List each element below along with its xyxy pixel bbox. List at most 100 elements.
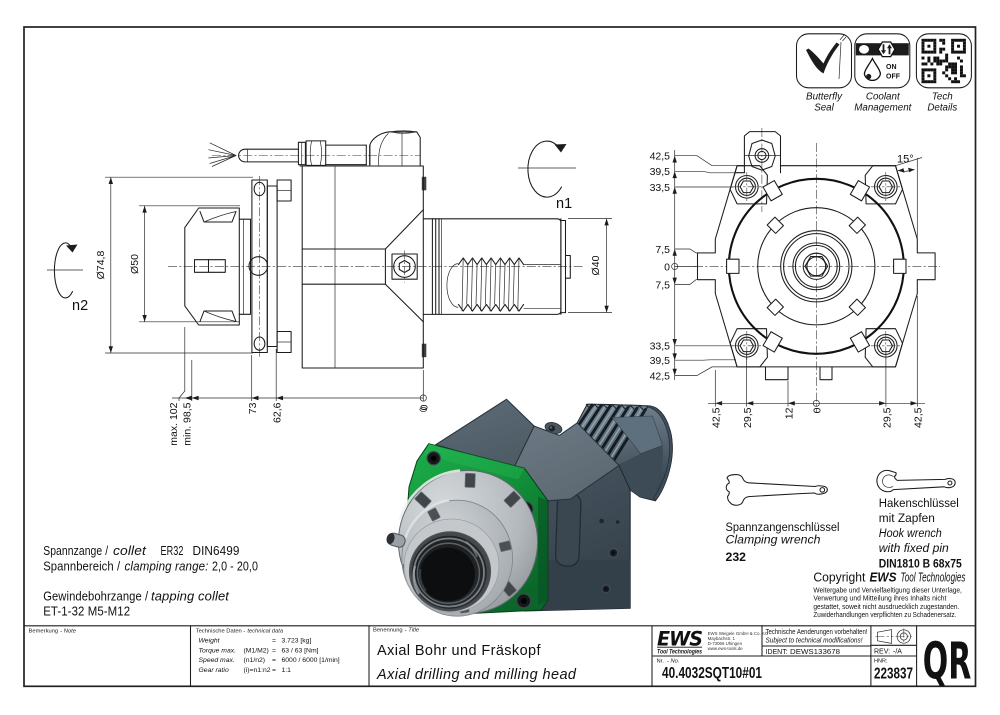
ews-address-1: EWS Weigele GmbH & Co. KG bbox=[708, 631, 769, 636]
copyright-small-1: Weitergabe und Vervielfaeltigung dieser … bbox=[813, 586, 962, 595]
ews-logo: EWS bbox=[657, 628, 702, 651]
render-3d bbox=[386, 398, 673, 617]
fb-dim-3: 0 bbox=[812, 407, 824, 413]
dim-label-15deg: 15° bbox=[897, 154, 914, 166]
dim-label-max102: max. 102 bbox=[168, 402, 180, 445]
row2-eq: = bbox=[272, 657, 276, 664]
fb-dim-4: 29,5 bbox=[881, 407, 893, 428]
hnr-label: HNR: bbox=[874, 659, 888, 665]
collet-nut bbox=[184, 207, 252, 326]
ews-address-4: www.ews-tools.de bbox=[708, 646, 744, 651]
dim-label-dia50: Ø50 bbox=[129, 254, 141, 274]
render-collet-chuck bbox=[397, 469, 539, 617]
butterfly-label-1: Butterfly bbox=[806, 92, 843, 103]
coolant-management-icon: ON OFF Coolant Management bbox=[854, 33, 913, 114]
tech-label-2: Details bbox=[927, 103, 957, 114]
collet-line1-de: Spannzange / bbox=[43, 544, 108, 558]
butterfly-seal-icon: Butterfly Seal bbox=[795, 33, 853, 114]
coolant-label-2: Management bbox=[854, 103, 912, 114]
row0-value: 3.723 [kg] bbox=[282, 638, 312, 645]
front-left-dims: 42,5 39,5 33,5 7,5 0 7,5 33,5 39,5 42,5 bbox=[650, 150, 739, 382]
hook-wrench-drawing bbox=[876, 469, 956, 493]
row0-label: Weight bbox=[199, 638, 221, 645]
dim-label-0: 0 bbox=[419, 404, 431, 410]
collet-info: Spannzange / collet ER32 DIN6499 Spannbe… bbox=[43, 544, 258, 619]
clamping-wrench-name-de: Spannzangenschlüssel bbox=[726, 520, 840, 534]
title-block: Bemerkung- Note Technische Daten -techni… bbox=[23, 625, 977, 692]
fl-dim-8: 42,5 bbox=[650, 370, 671, 382]
dim-15deg: 15° bbox=[895, 154, 923, 240]
dim-dia50: Ø50 bbox=[129, 205, 240, 323]
ews-logo-box: EWS Tool Technologies EWS Weigele GmbH &… bbox=[657, 628, 769, 656]
side-bottom-dims: max. 102 min. 98,5 73 62,6 0 bbox=[168, 327, 431, 446]
front-circles bbox=[726, 177, 907, 355]
fl-dim-3: 7,5 bbox=[655, 244, 670, 256]
row3-paren: (i)=n1:n2 bbox=[244, 667, 271, 674]
shank bbox=[422, 218, 571, 315]
coolant-nozzle-assembly bbox=[208, 130, 421, 167]
technical-data-box: Technische Daten -technical data Weight … bbox=[196, 629, 340, 674]
wrenches: Spannzangenschlüssel Clamping wrench 232… bbox=[725, 469, 962, 571]
collet-line1-din: DIN6499 bbox=[193, 544, 240, 558]
collet-line3-de: Gewindebohrzange / bbox=[43, 590, 148, 604]
row2-paren: (n1/n2) bbox=[244, 657, 266, 664]
fl-dim-6: 33,5 bbox=[650, 341, 671, 353]
copyright-tt: Tool Technologies bbox=[901, 571, 966, 585]
collet-line3-en: tapping collet bbox=[151, 590, 229, 604]
row1-eq: = bbox=[272, 647, 276, 654]
dim-label-dia40: Ø40 bbox=[590, 255, 602, 275]
side-view: n2 n1 Ø74,8 Ø50 bbox=[47, 130, 612, 446]
ews-logo-sub: Tool Technologies bbox=[657, 649, 702, 656]
rev-value: -/A bbox=[893, 649, 902, 656]
fb-dim-2: 12 bbox=[783, 407, 795, 419]
thread bbox=[446, 257, 561, 312]
projection-box: REV: -/A HNR: 223837 bbox=[874, 628, 913, 683]
butterfly-label-2: Seal bbox=[814, 103, 834, 114]
hook-wrench-name-en2: with fixed pin bbox=[879, 541, 949, 555]
front-bottom-dims: 42,5 29,5 12 0 29,5 42,5 bbox=[708, 296, 925, 428]
row3-eq: = bbox=[272, 667, 276, 674]
clamping-wrench-drawing bbox=[725, 474, 828, 506]
bolt-tr bbox=[871, 172, 901, 202]
coolant-on-label: ON bbox=[886, 64, 897, 71]
projection-symbol-icon bbox=[875, 628, 912, 645]
fl-dim-7: 39,5 bbox=[650, 355, 671, 367]
fb-dim-5: 42,5 bbox=[913, 407, 925, 428]
render-pin bbox=[386, 532, 406, 548]
hook-wrench-din: DIN1810 B 68x75 bbox=[879, 557, 962, 571]
copyright-small-2: Verwertung und Mitteilung ihres Inhalts … bbox=[813, 594, 947, 603]
copyright-word: Copyright bbox=[813, 571, 866, 585]
ews-address-3: D-73066 Uhingen bbox=[708, 641, 743, 646]
feature-icons: Butterfly Seal ON OFF Coolant Management… bbox=[795, 33, 972, 114]
collet-line2-range: 2,0 - 20,0 bbox=[212, 560, 258, 574]
qr-label: QR bbox=[923, 633, 972, 692]
collet-line1-en: collet bbox=[113, 544, 146, 558]
nr-label: Nr.- No. bbox=[657, 659, 680, 665]
coolant-label-1: Coolant bbox=[866, 92, 901, 103]
dim-label-min985: min. 98,5 bbox=[182, 402, 194, 445]
ews-address-2: Maybachstr. 1 bbox=[708, 636, 736, 641]
fl-dim-0: 42,5 bbox=[650, 151, 671, 163]
fl-dim-4: 0 bbox=[664, 261, 670, 273]
row1-label: Torque max. bbox=[199, 647, 237, 654]
rotation-symbol-n2: n2 bbox=[47, 242, 88, 314]
rev-label: REV: bbox=[874, 649, 890, 656]
note-box: Bemerkung- Note bbox=[29, 629, 77, 635]
clamping-wrench-name-en: Clamping wrench bbox=[726, 533, 821, 547]
nr-box: Nr.- No. 40.4032SQT10#01 bbox=[657, 659, 763, 683]
hook-wrench-name-de1: Hakenschlüssel bbox=[879, 496, 959, 510]
fl-dim-5: 7,5 bbox=[655, 279, 670, 291]
bolt-bl bbox=[732, 331, 762, 361]
rotation-symbol-n1: n1 bbox=[518, 140, 576, 212]
dim-label-73: 73 bbox=[247, 402, 259, 414]
dim-dia40: Ø40 bbox=[568, 218, 612, 313]
dim-label-dia748: Ø74,8 bbox=[95, 251, 107, 280]
outer-slots bbox=[726, 179, 907, 353]
qr-code-icon bbox=[921, 38, 966, 84]
row2-value: 6000 / 6000 [1/min] bbox=[282, 657, 340, 664]
tech-details-icon: Tech Details bbox=[915, 33, 972, 114]
fl-dim-2: 33,5 bbox=[650, 182, 671, 194]
fb-dim-0: 42,5 bbox=[711, 407, 723, 428]
tech-row-weight: Weight = 3.723 [kg] bbox=[199, 638, 312, 645]
